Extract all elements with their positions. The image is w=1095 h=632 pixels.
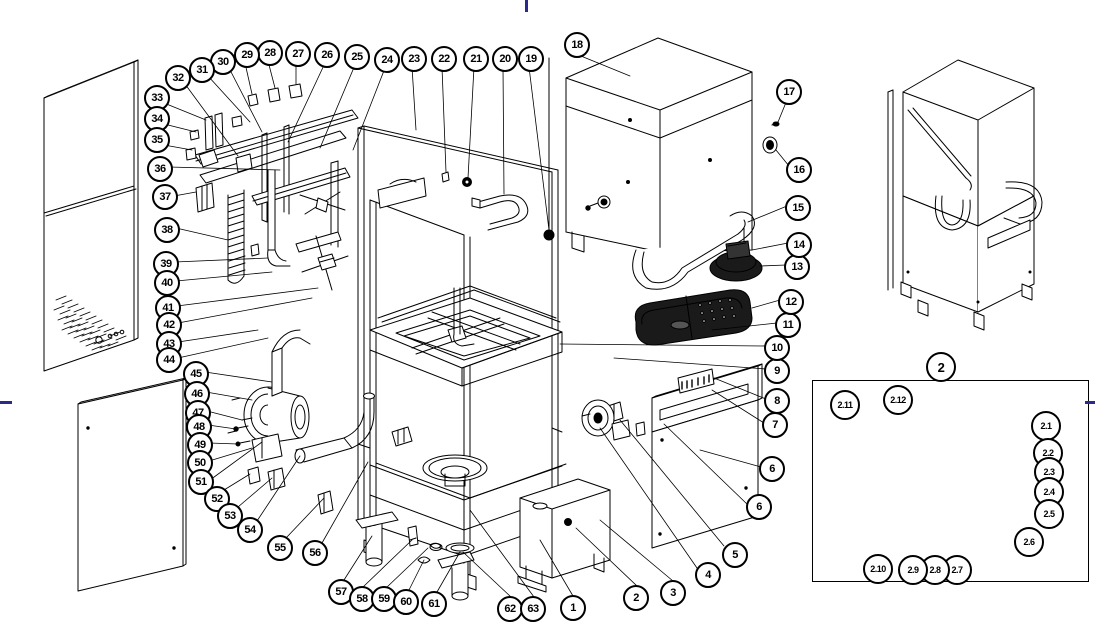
callout-bubble-62[interactable]: 62 bbox=[497, 596, 523, 622]
callout-bubble-10[interactable]: 10 bbox=[764, 335, 790, 361]
callout-bubble-2[interactable]: 2 bbox=[926, 352, 956, 382]
front-door-panels bbox=[581, 363, 763, 549]
callout-bubble-11[interactable]: 11 bbox=[775, 312, 801, 338]
left-side-panel-upper bbox=[43, 59, 139, 372]
callout-bubble-17[interactable]: 17 bbox=[776, 79, 802, 105]
callout-bubble-2-5[interactable]: 2.5 bbox=[1034, 499, 1064, 529]
callout-bubble-2-6[interactable]: 2.6 bbox=[1014, 527, 1044, 557]
top-tick-mark bbox=[525, 0, 528, 12]
leader-lines bbox=[163, 53, 790, 598]
left-tick-mark bbox=[0, 401, 12, 404]
callout-bubble-44[interactable]: 44 bbox=[156, 347, 182, 373]
callout-bubble-32[interactable]: 32 bbox=[165, 65, 191, 91]
callout-bubble-23[interactable]: 23 bbox=[401, 46, 427, 72]
callout-bubble-2-10[interactable]: 2.10 bbox=[863, 554, 893, 584]
callout-bubble-27[interactable]: 27 bbox=[285, 41, 311, 67]
upper-wash-rinse-assembly bbox=[185, 83, 359, 291]
callout-bubble-40[interactable]: 40 bbox=[154, 270, 180, 296]
callout-bubble-16[interactable]: 16 bbox=[786, 157, 812, 183]
callout-bubble-28[interactable]: 28 bbox=[257, 40, 283, 66]
leg-and-foot-parts bbox=[355, 511, 475, 601]
callout-bubble-56[interactable]: 56 bbox=[302, 540, 328, 566]
callout-bubble-58[interactable]: 58 bbox=[349, 586, 375, 612]
right-tick-mark bbox=[1085, 401, 1095, 404]
callout-bubble-2[interactable]: 2 bbox=[623, 585, 649, 611]
callout-bubble-12[interactable]: 12 bbox=[778, 289, 804, 315]
pump-motor-assembly bbox=[227, 329, 375, 515]
callout-bubble-7[interactable]: 7 bbox=[762, 412, 788, 438]
callout-bubble-36[interactable]: 36 bbox=[147, 156, 173, 182]
callout-bubble-4[interactable]: 4 bbox=[695, 562, 721, 588]
callout-bubble-18[interactable]: 18 bbox=[564, 32, 590, 58]
callout-bubble-21[interactable]: 21 bbox=[463, 46, 489, 72]
callout-bubble-60[interactable]: 60 bbox=[393, 589, 419, 615]
left-side-panel-lower bbox=[77, 377, 187, 592]
callout-bubble-54[interactable]: 54 bbox=[237, 517, 263, 543]
callout-bubble-51[interactable]: 51 bbox=[188, 469, 214, 495]
callout-bubble-55[interactable]: 55 bbox=[267, 535, 293, 561]
callout-bubble-14[interactable]: 14 bbox=[786, 232, 812, 258]
callout-bubble-19[interactable]: 19 bbox=[518, 46, 544, 72]
callout-bubble-38[interactable]: 38 bbox=[154, 217, 180, 243]
callout-bubble-5[interactable]: 5 bbox=[722, 542, 748, 568]
hood-boiler-assembly bbox=[565, 37, 780, 290]
callout-bubble-2-12[interactable]: 2.12 bbox=[883, 385, 913, 415]
callout-bubble-22[interactable]: 22 bbox=[431, 46, 457, 72]
callout-bubble-1[interactable]: 1 bbox=[560, 595, 586, 621]
hose-and-probe-parts bbox=[441, 57, 555, 241]
callout-bubble-26[interactable]: 26 bbox=[314, 42, 340, 68]
callout-bubble-2-9[interactable]: 2.9 bbox=[898, 555, 928, 585]
callout-bubble-25[interactable]: 25 bbox=[344, 44, 370, 70]
callout-bubble-61[interactable]: 61 bbox=[421, 591, 447, 617]
callout-bubble-35[interactable]: 35 bbox=[144, 127, 170, 153]
filter-tray-assembly bbox=[634, 240, 763, 346]
callout-bubble-2-11[interactable]: 2.11 bbox=[830, 390, 860, 420]
callout-bubble-6[interactable]: 6 bbox=[746, 494, 772, 520]
callout-bubble-2-1[interactable]: 2.1 bbox=[1031, 411, 1061, 441]
callout-bubble-8[interactable]: 8 bbox=[764, 388, 790, 414]
callout-bubble-24[interactable]: 24 bbox=[374, 47, 400, 73]
electrical-control-box bbox=[517, 478, 611, 593]
callout-bubble-53[interactable]: 53 bbox=[217, 503, 243, 529]
callout-bubble-37[interactable]: 37 bbox=[152, 184, 178, 210]
callout-bubble-6[interactable]: 6 bbox=[759, 456, 785, 482]
assembled-machine-reference bbox=[887, 59, 1043, 331]
callout-bubble-3[interactable]: 3 bbox=[660, 580, 686, 606]
callout-bubble-63[interactable]: 63 bbox=[520, 596, 546, 622]
callout-bubble-29[interactable]: 29 bbox=[234, 42, 260, 68]
callout-bubble-20[interactable]: 20 bbox=[492, 46, 518, 72]
callout-bubble-31[interactable]: 31 bbox=[189, 57, 215, 83]
callout-bubble-15[interactable]: 15 bbox=[785, 195, 811, 221]
callout-bubble-2-4[interactable]: 2.4 bbox=[1034, 477, 1064, 507]
callout-bubble-9[interactable]: 9 bbox=[764, 358, 790, 384]
